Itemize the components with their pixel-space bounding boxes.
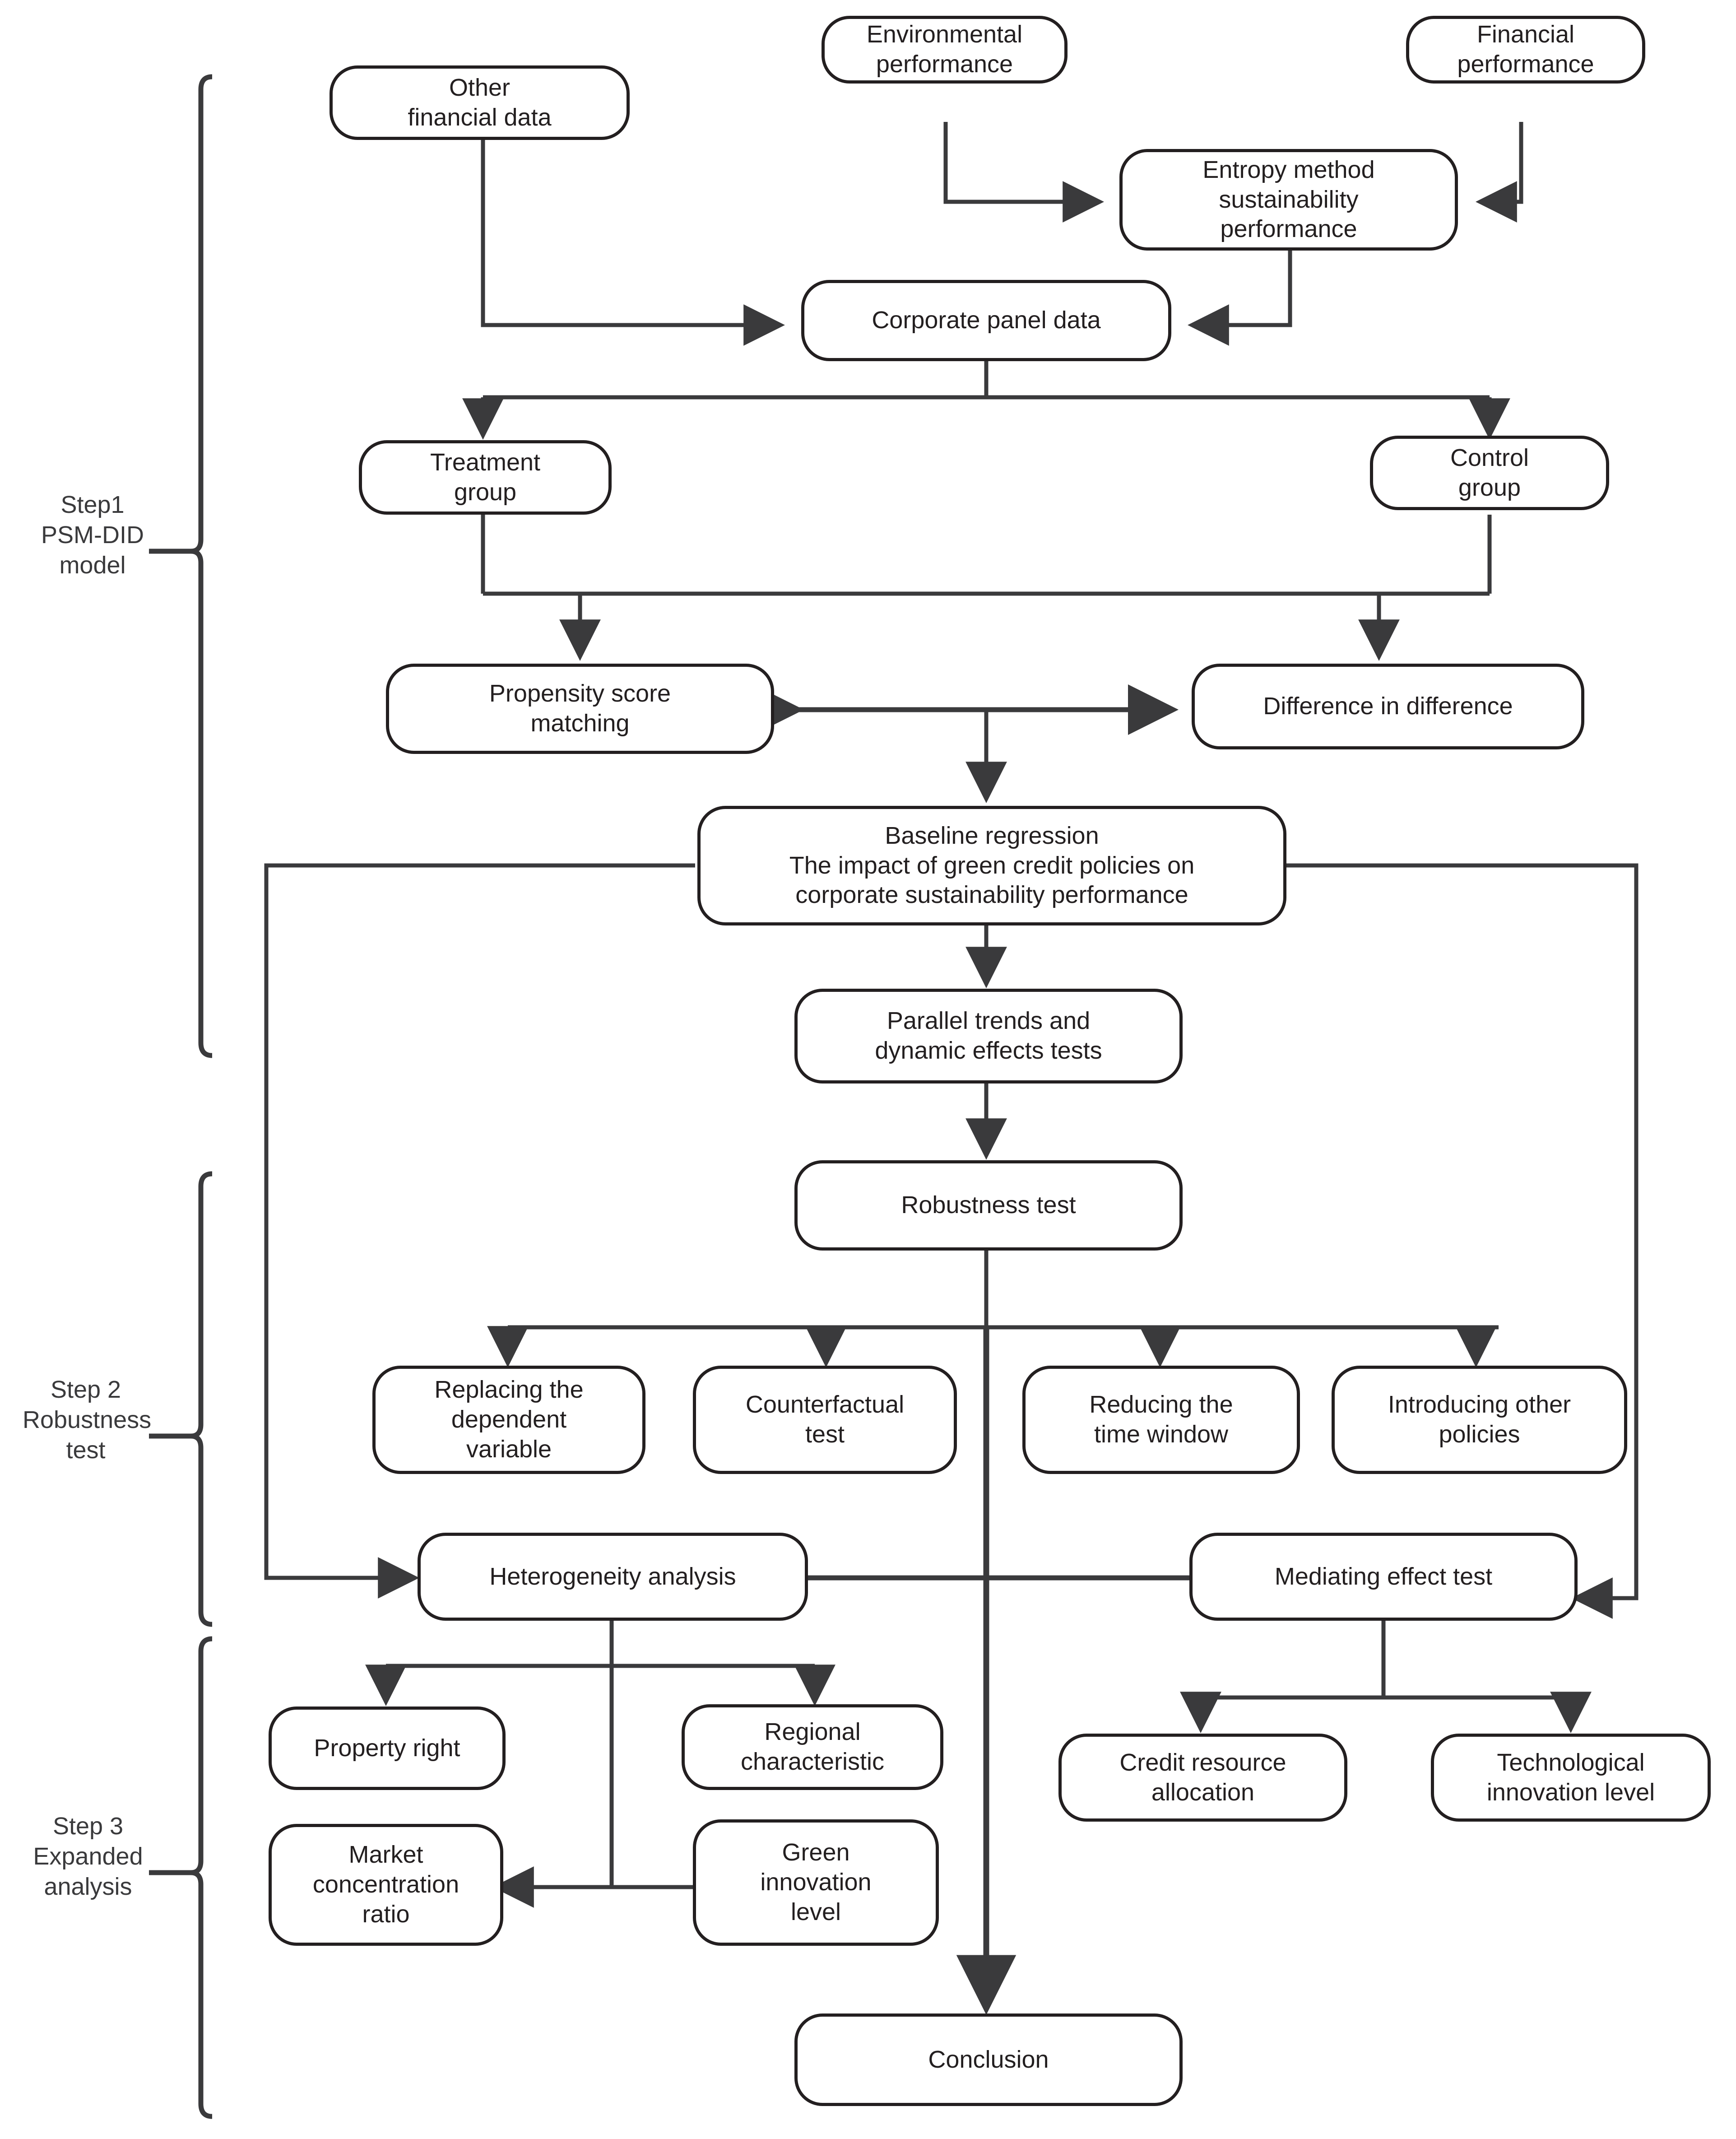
node-environmental-performance[interactable]: Environmental performance <box>822 16 1068 84</box>
edge-baseline-to-mediating <box>1284 863 1639 1619</box>
node-financial-performance[interactable]: Financial performance <box>1406 16 1645 84</box>
node-mediating-effect-test[interactable]: Mediating effect test <box>1189 1533 1578 1621</box>
node-heterogeneity-analysis[interactable]: Heterogeneity analysis <box>418 1533 808 1621</box>
bracket-step2 <box>190 1171 213 1627</box>
node-control-group[interactable]: Control group <box>1370 436 1609 510</box>
bracket-step3 <box>190 1636 213 2119</box>
node-difference-in-difference[interactable]: Difference in difference <box>1192 664 1584 749</box>
bracket-step1 <box>190 74 213 1058</box>
node-baseline-regression[interactable]: Baseline regression The impact of green … <box>697 806 1286 925</box>
node-parallel-trends[interactable]: Parallel trends and dynamic effects test… <box>794 989 1183 1083</box>
node-regional-characteristic[interactable]: Regional characteristic <box>682 1704 943 1790</box>
node-property-right[interactable]: Property right <box>269 1707 506 1790</box>
node-propensity-score-matching[interactable]: Propensity score matching <box>386 664 774 754</box>
node-other-financial-data[interactable]: Other financial data <box>330 65 630 140</box>
node-replacing-dependent-variable[interactable]: Replacing the dependent variable <box>372 1366 645 1474</box>
node-introducing-other-policies[interactable]: Introducing other policies <box>1332 1366 1627 1474</box>
node-reducing-time-window[interactable]: Reducing the time window <box>1022 1366 1300 1474</box>
step-label-1: Step1 PSM-DID model <box>41 491 144 579</box>
edge-fin-to-entropy <box>1475 122 1523 223</box>
node-counterfactual-test[interactable]: Counterfactual test <box>693 1366 957 1474</box>
node-green-innovation-level[interactable]: Green innovation level <box>693 1819 939 1946</box>
edge-env-to-entropy <box>943 122 1105 223</box>
node-conclusion[interactable]: Conclusion <box>794 2013 1183 2106</box>
step-label-3: Step 3 Expanded analysis <box>33 1813 143 1900</box>
step-label-2: Step 2 Robustness test <box>23 1376 152 1464</box>
node-credit-resource-allocation[interactable]: Credit resource allocation <box>1058 1734 1347 1822</box>
node-market-concentration-ratio[interactable]: Market concentration ratio <box>269 1824 503 1946</box>
edge-other-to-panel <box>481 140 785 346</box>
edge-entropy-to-panel <box>1187 250 1292 346</box>
node-technological-innovation-level[interactable]: Technological innovation level <box>1431 1734 1711 1822</box>
node-corporate-panel-data[interactable]: Corporate panel data <box>801 280 1171 361</box>
node-entropy-method[interactable]: Entropy method sustainability performanc… <box>1119 149 1458 251</box>
node-robustness-test[interactable]: Robustness test <box>794 1160 1183 1251</box>
node-treatment-group[interactable]: Treatment group <box>359 440 612 515</box>
